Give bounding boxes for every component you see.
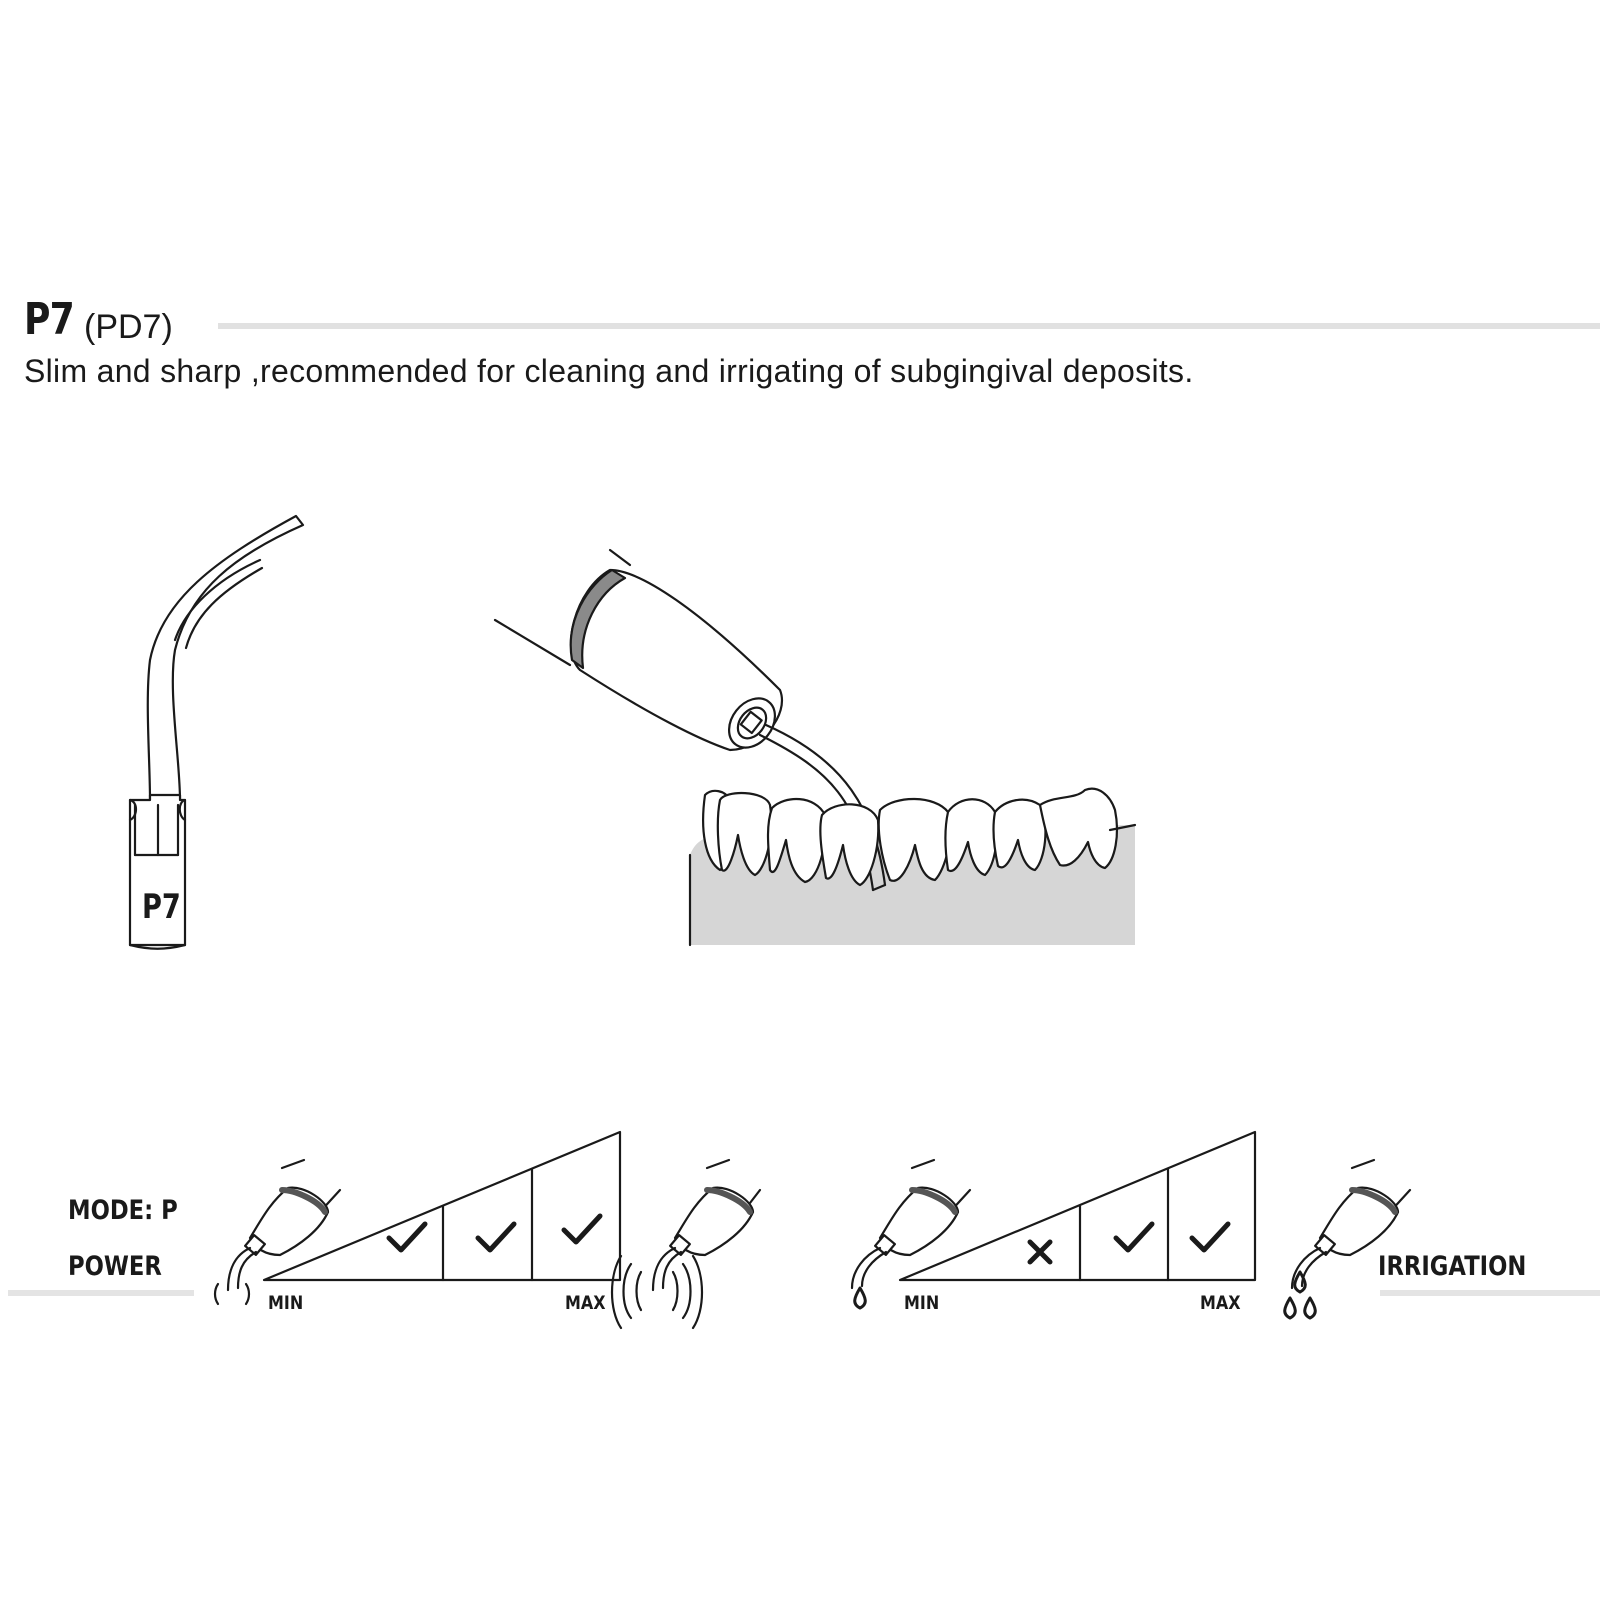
model-alt-title: (PD7) <box>84 308 173 346</box>
model-title: P7 <box>24 294 75 345</box>
handpiece-min-power-icon <box>213 1158 342 1306</box>
power-cell-2-check-icon <box>474 1218 518 1258</box>
title-divider <box>218 323 1600 329</box>
irrigation-cell-1-cross-icon <box>1026 1238 1054 1266</box>
irrigation-label: IRRIGATION <box>1378 1251 1527 1282</box>
tip-engraving: P7 <box>142 887 181 927</box>
irrigation-cell-2-check-icon <box>1112 1218 1156 1258</box>
power-max-label: MAX <box>565 1292 606 1314</box>
mode-label: MODE: P <box>68 1195 178 1226</box>
irrigation-cell-3-check-icon <box>1188 1218 1232 1258</box>
power-cell-1-check-icon <box>385 1218 429 1258</box>
handpiece-max-power-icon <box>611 1158 762 1330</box>
handpiece-max-irrigation-icon <box>1283 1158 1412 1320</box>
bottom-divider-right <box>1380 1290 1600 1296</box>
power-cell-3-check-icon <box>560 1210 604 1250</box>
power-min-label: MIN <box>268 1292 304 1314</box>
handpiece-min-irrigation-icon <box>850 1158 972 1310</box>
bottom-divider-left <box>8 1290 194 1296</box>
irrigation-max-label: MAX <box>1200 1292 1241 1314</box>
power-label: POWER <box>68 1251 162 1282</box>
irrigation-min-label: MIN <box>904 1292 940 1314</box>
product-description: Slim and sharp ,recommended for cleaning… <box>24 353 1194 389</box>
